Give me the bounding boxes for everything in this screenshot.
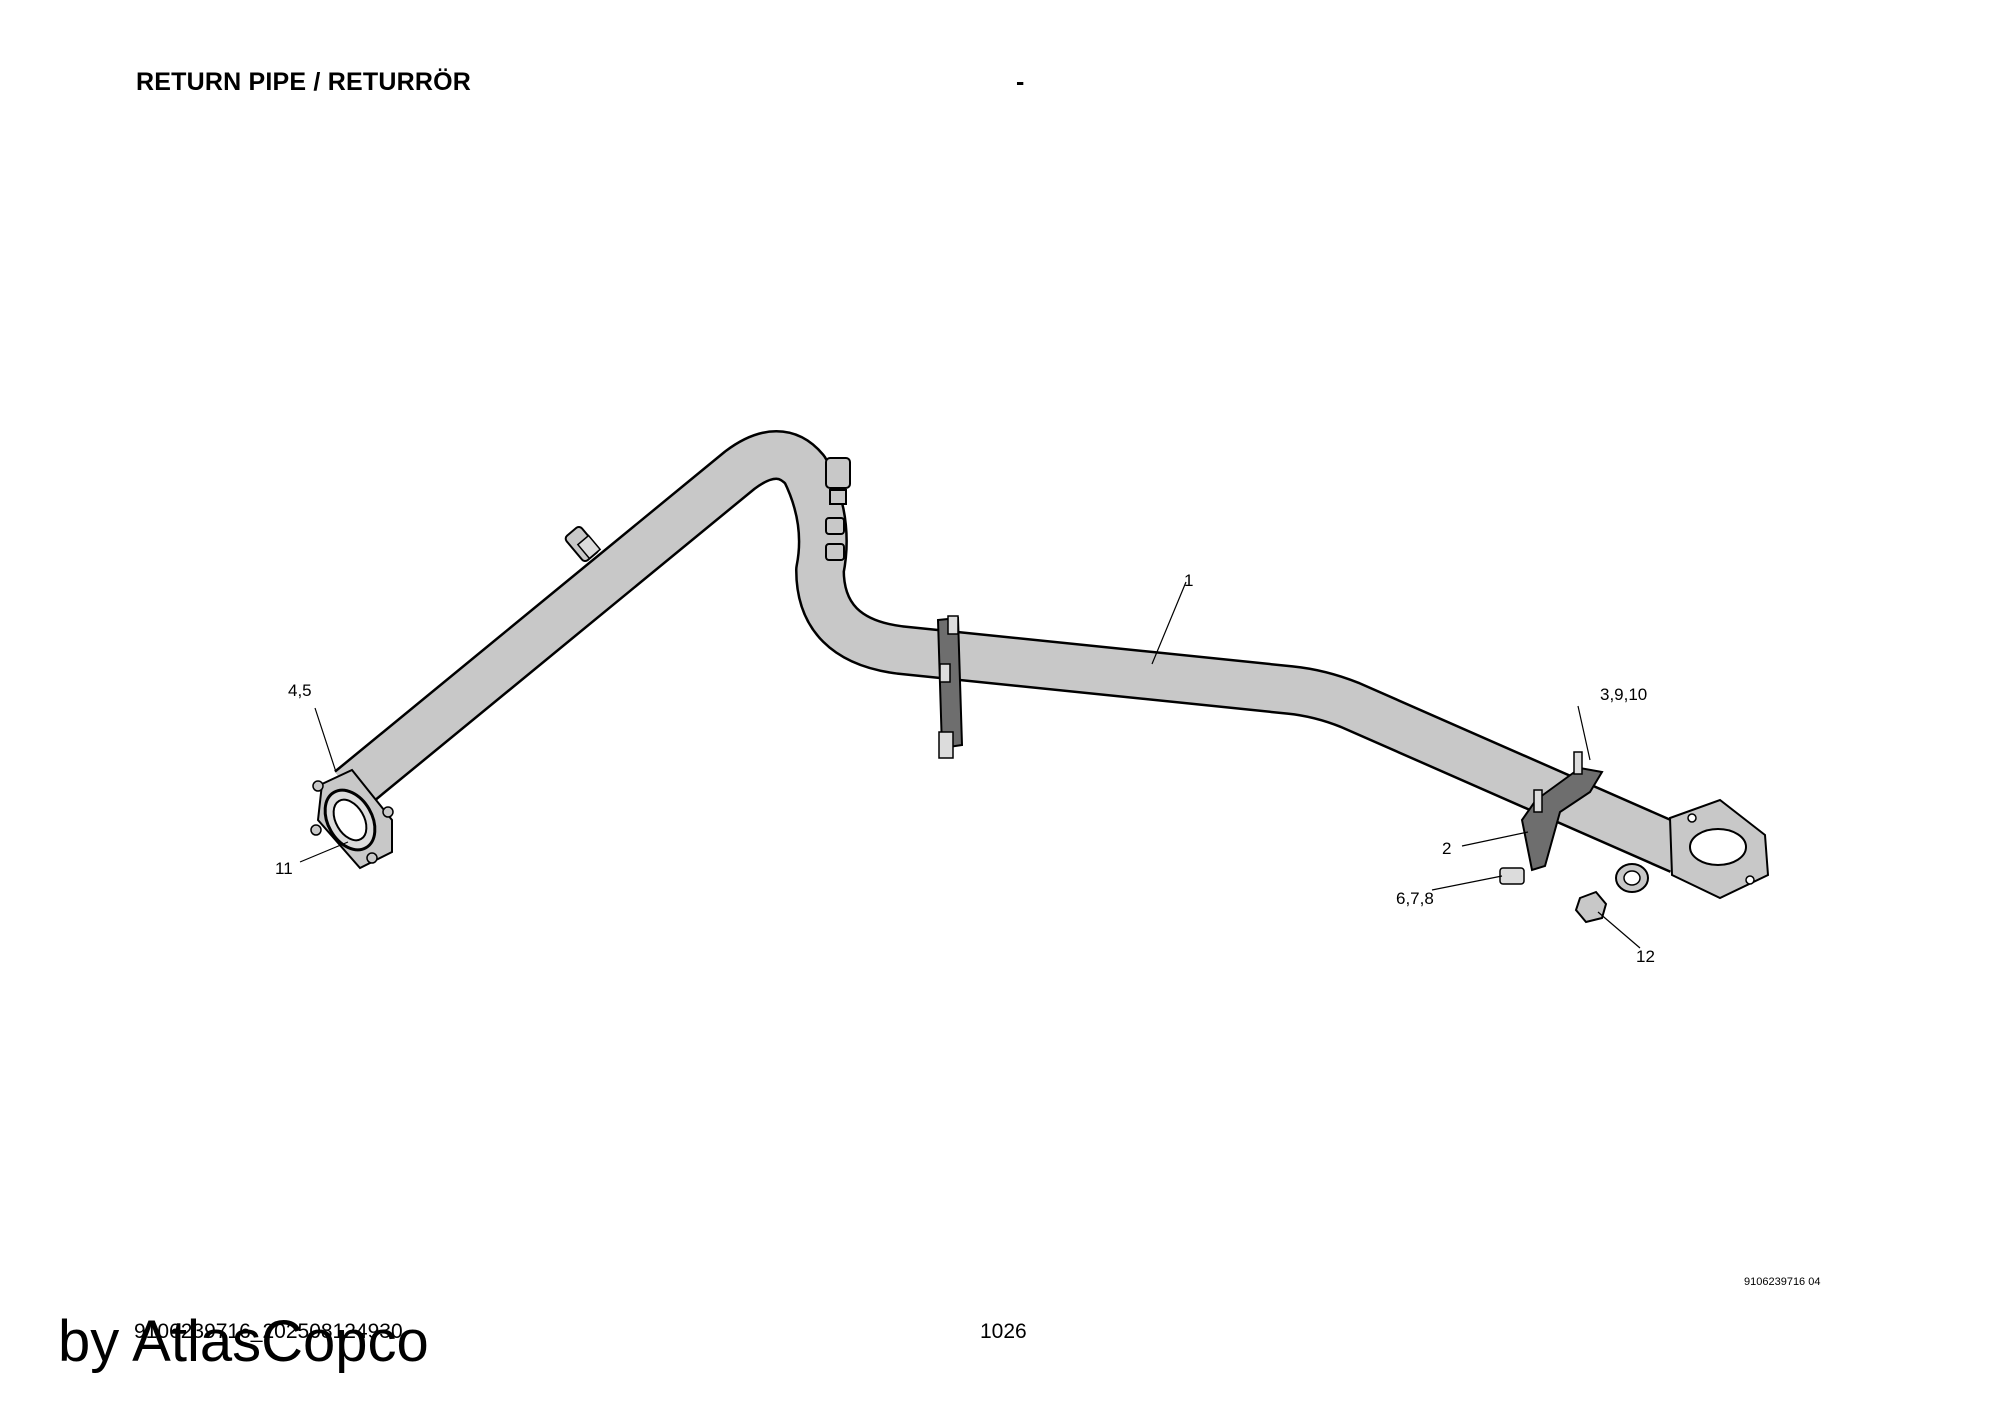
document-id: 9106239716_202508124930 xyxy=(134,1320,403,1343)
side-port xyxy=(1615,863,1649,893)
left-flange xyxy=(310,768,394,870)
watermark-text: by AtlasCopco xyxy=(58,1309,429,1374)
header-dash: - xyxy=(1016,68,1025,96)
page-title: RETURN PIPE / RETURRÖR xyxy=(136,68,471,96)
callout-1: 1 xyxy=(1184,571,1193,590)
callout-6-7-8: 6,7,8 xyxy=(1396,889,1434,908)
callout-2: 2 xyxy=(1442,839,1451,858)
callout-4-5: 4,5 xyxy=(288,681,312,700)
middle-bracket xyxy=(936,615,964,759)
return-pipe xyxy=(334,430,1691,873)
callout-11: 11 xyxy=(275,859,293,878)
callout-3-9-10: 3,9,10 xyxy=(1600,685,1647,704)
plug-nut xyxy=(1574,890,1608,924)
fitting-upper-right xyxy=(825,457,851,561)
leader-lines xyxy=(299,581,1641,949)
page-number: 1026 xyxy=(980,1320,1027,1343)
callout-12: 12 xyxy=(1636,947,1655,966)
fitting-left xyxy=(564,525,602,563)
right-flange xyxy=(1668,798,1770,900)
drawing-number: 9106239716 04 xyxy=(1744,1276,1821,1288)
